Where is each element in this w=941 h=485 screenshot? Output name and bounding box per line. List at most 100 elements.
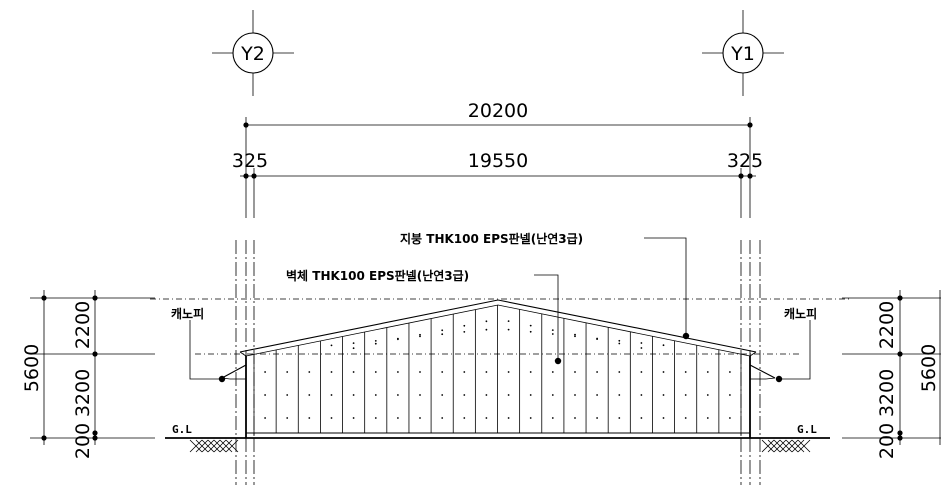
fastener-dot — [463, 417, 466, 419]
fastener-dot — [596, 394, 598, 396]
fastener-dot — [374, 342, 377, 345]
grid-bubble-y2: Y2 — [212, 10, 294, 96]
ground-right: G.L — [761, 423, 826, 453]
fastener-dot — [419, 335, 421, 338]
fastener-dot — [507, 328, 510, 331]
dimension-spans: 325 19550 325 — [232, 150, 763, 218]
fastener-dot — [684, 394, 687, 396]
right-height-dimensions: 2200 3200 200 5600 — [876, 290, 941, 459]
dim-left-offset-text: 325 — [232, 150, 268, 172]
fastener-dot — [441, 333, 444, 336]
fastener-dot — [574, 335, 576, 338]
dim-right-total-height: 5600 — [918, 344, 940, 392]
fastener-dot — [330, 344, 333, 347]
fastener-dot — [352, 347, 355, 350]
canopy-right-note-text: 캐노피 — [784, 306, 817, 321]
fastener-dot — [596, 371, 598, 373]
fastener-dot — [529, 417, 532, 419]
fastener-dot — [706, 371, 709, 373]
hatch-stroke — [207, 439, 221, 453]
fastener-dot — [706, 417, 709, 419]
fastener-dot — [352, 342, 355, 344]
hatch-stroke — [213, 439, 227, 453]
fastener-dot — [330, 417, 333, 419]
fastener-dot — [596, 337, 598, 340]
fastener-dot — [662, 417, 665, 419]
fastener-dot — [507, 320, 510, 322]
fastener-dot — [419, 371, 421, 373]
hatch-stroke — [779, 439, 793, 453]
fastener-dot — [286, 394, 289, 396]
fastener-dot — [551, 329, 554, 331]
fastener-dot — [330, 394, 333, 396]
grid-label-y2: Y2 — [240, 43, 265, 65]
building-outline — [165, 299, 830, 439]
fastener-dot — [441, 371, 444, 373]
fastener-dot — [352, 417, 355, 419]
fastener-dot — [419, 417, 421, 419]
fastener-dot — [529, 330, 532, 333]
fastener-dot — [640, 347, 643, 349]
fastener-dot — [729, 371, 731, 373]
fastener-dot — [574, 371, 576, 373]
fastener-dot — [485, 328, 488, 331]
roof-note-text: 지붕 THK100 EPS판넬(난연3급) — [400, 231, 583, 246]
fastener-dot — [551, 394, 554, 396]
fastener-dot — [640, 417, 643, 419]
fastener-dot — [463, 371, 466, 373]
fastener-dot — [352, 394, 355, 396]
fastener-dot — [507, 394, 510, 396]
canopy-right — [749, 364, 776, 380]
fastener-dot — [485, 371, 488, 373]
fastener-dot — [463, 394, 466, 396]
wall-note-text: 벽체 THK100 EPS판넬(난연3급) — [286, 268, 469, 283]
fastener-dot — [640, 342, 643, 344]
fastener-dot — [618, 342, 621, 345]
ground-level-right-label: G.L — [797, 423, 817, 436]
grid-bubble-y1: Y1 — [702, 10, 784, 96]
fastener-dot — [640, 371, 643, 373]
hatch-stroke — [189, 439, 203, 453]
fastener-dot — [551, 371, 554, 373]
fastener-dot — [618, 394, 621, 396]
fastener-dot — [419, 394, 421, 396]
hatch-stroke — [773, 439, 787, 453]
hatch-stroke — [797, 439, 811, 453]
fastener-dot — [308, 394, 311, 396]
fastener-dot — [618, 339, 621, 342]
fastener-dot — [286, 417, 289, 419]
fastener-dot — [397, 417, 399, 419]
fastener-dot — [574, 333, 576, 336]
fastener-dot — [529, 371, 532, 373]
dim-left-lower: 200 — [72, 423, 94, 459]
canopy-right-note: 캐노피 — [775, 306, 817, 383]
fastener-dot — [485, 417, 488, 419]
fastener-dot — [330, 371, 333, 373]
ground-left: G.L — [170, 423, 239, 453]
dimension-overall: 20200 — [243, 100, 753, 218]
fastener-dot — [551, 417, 554, 419]
fastener-dot — [618, 371, 621, 373]
fastener-dot — [308, 417, 311, 419]
fastener-dot — [286, 371, 289, 373]
fastener-dot — [574, 394, 576, 396]
hatch-stroke — [767, 439, 781, 453]
fastener-dot — [485, 320, 488, 323]
fastener-dot — [441, 394, 444, 396]
dim-center-span-text: 19550 — [468, 150, 528, 172]
wall-panel-fastener-dots — [264, 320, 731, 419]
fastener-dot — [308, 371, 311, 373]
hatch-stroke — [791, 439, 805, 453]
canopy-left-note: 캐노피 — [171, 306, 226, 383]
canopy-left-note-text: 캐노피 — [171, 306, 204, 321]
hatch-stroke — [761, 439, 775, 453]
fastener-dot — [441, 417, 444, 419]
fastener-dot — [574, 417, 576, 419]
fastener-dot — [441, 329, 444, 332]
fastener-dot — [264, 394, 266, 396]
dim-overall-text: 20200 — [468, 100, 528, 122]
fastener-dot — [662, 394, 665, 396]
left-height-dimensions: 5600 2200 3200 200 — [21, 290, 98, 459]
fastener-dot — [463, 331, 466, 333]
hatch-stroke — [201, 439, 215, 453]
